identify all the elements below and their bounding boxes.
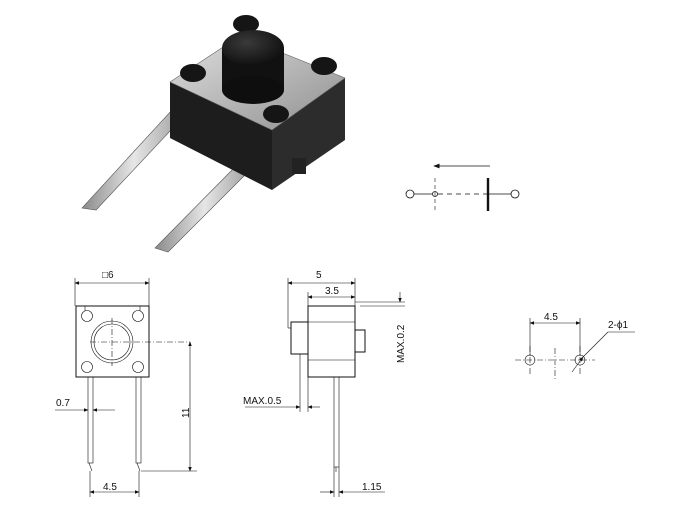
side-max-side-label: MAX.0.5 <box>243 396 282 407</box>
pcb-hole-label: 2-ϕ1 <box>608 320 628 331</box>
pcb-pitch-label: 4.5 <box>544 312 558 323</box>
side-pin-label: 1.15 <box>362 482 382 493</box>
front-view-drawing <box>55 278 197 497</box>
stud-top-left <box>180 64 206 82</box>
front-pitch-label: 4.5 <box>103 482 117 493</box>
pin-offset-label: 0.7 <box>56 398 70 409</box>
side-body-label: 3.5 <box>325 286 339 297</box>
actuator-cap <box>222 30 284 104</box>
pcb-hole-layout <box>515 318 635 380</box>
side-view-drawing <box>245 278 405 497</box>
front-width-label: □6 <box>102 270 114 281</box>
stud-top-right <box>311 57 337 75</box>
side-max-top-label: MAX.0.2 <box>396 324 407 363</box>
tactile-switch-photo <box>81 15 346 253</box>
front-height-label: 11 <box>181 407 192 418</box>
side-overall-label: 5 <box>316 270 322 281</box>
stud-back <box>233 15 259 33</box>
stud-bottom-right <box>263 105 289 123</box>
push-switch-schematic-symbol <box>405 163 520 211</box>
